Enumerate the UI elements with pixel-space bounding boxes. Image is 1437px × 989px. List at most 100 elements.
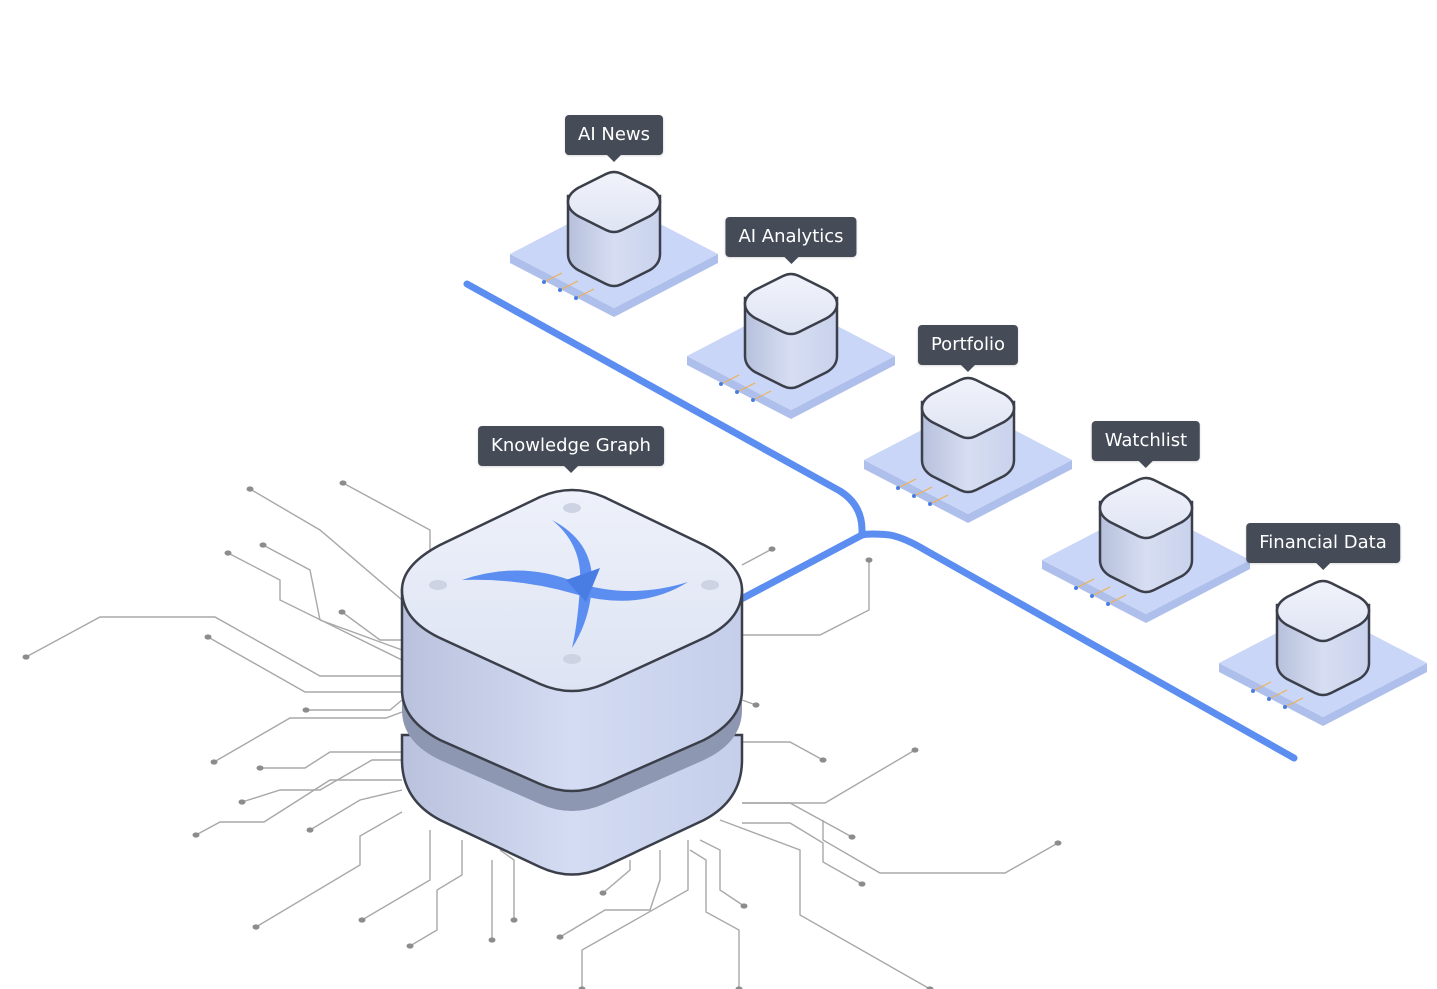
hub-screw-bottom — [563, 654, 581, 664]
module-label-ai-news: AI News — [565, 115, 663, 162]
module-pin — [751, 398, 755, 402]
module-pin-trace — [1252, 681, 1272, 692]
module-portfolio — [864, 376, 1072, 523]
circuit-trace-endpoint — [578, 986, 586, 989]
module-pin-trace — [736, 382, 756, 393]
module-watchlist — [1042, 476, 1250, 623]
circuit-trace-endpoint — [246, 486, 254, 492]
circuit-trace-endpoint — [911, 747, 919, 753]
circuit-trace-endpoint — [224, 550, 232, 556]
module-pin — [1251, 689, 1255, 693]
circuit-trace-endpoint — [302, 707, 310, 713]
module-cube-top — [1098, 476, 1194, 540]
module-cube-top — [566, 170, 662, 234]
circuit-trace-endpoint — [865, 557, 873, 563]
hub-screw-top — [563, 503, 581, 513]
circuit-trace-endpoint — [358, 917, 366, 923]
circuit-traces — [25, 482, 1059, 989]
module-pin-trace — [1268, 689, 1288, 700]
module-label-portfolio: Portfolio — [917, 325, 1019, 372]
module-financial-data — [1219, 579, 1427, 726]
circuit-trace-endpoint — [252, 924, 260, 930]
circuit-trace-endpoint — [599, 890, 607, 896]
circuit-trace-endpoint — [752, 702, 760, 708]
module-pin-trace — [897, 478, 917, 489]
circuit-trace — [260, 751, 402, 769]
module-pin — [1090, 594, 1094, 598]
circuit-trace-endpoint — [740, 903, 748, 909]
hub-screw-right — [701, 580, 719, 590]
circuit-trace — [213, 711, 403, 763]
module-pin-trace — [752, 390, 772, 401]
module-pin — [719, 382, 723, 386]
circuit-trace-endpoint — [192, 832, 200, 838]
circuit-trace-endpoint — [926, 986, 934, 989]
circuit-trace — [207, 636, 402, 693]
circuit-trace — [409, 840, 463, 947]
bus-line-hub — [726, 531, 866, 609]
circuit-trace — [262, 544, 403, 651]
module-cube-top — [1275, 579, 1371, 643]
module-label-watchlist: Watchlist — [1091, 421, 1201, 468]
module-pin — [928, 502, 932, 506]
circuit-trace-endpoint — [768, 546, 776, 552]
circuit-trace-endpoint — [406, 943, 414, 949]
circuit-trace-endpoint — [259, 542, 267, 548]
module-pin-trace — [1107, 594, 1127, 605]
circuit-trace — [306, 699, 403, 711]
circuit-trace-endpoint — [339, 480, 347, 486]
circuit-trace — [309, 789, 403, 831]
circuit-trace-endpoint — [858, 881, 866, 887]
circuit-trace — [742, 749, 916, 804]
circuit-trace-endpoint — [556, 934, 564, 940]
circuit-trace — [341, 611, 402, 641]
circuit-trace-endpoint — [306, 827, 314, 833]
circuit-trace — [499, 849, 515, 920]
module-pin-trace — [543, 272, 563, 283]
bus-line-branch — [858, 530, 1298, 762]
module-pin — [1106, 602, 1110, 606]
circuit-trace — [742, 802, 853, 838]
circuit-trace-endpoint — [819, 757, 827, 763]
circuit-trace — [699, 839, 745, 907]
circuit-trace — [249, 488, 403, 601]
circuit-trace-endpoint — [204, 634, 212, 640]
circuit-trace — [719, 819, 931, 989]
circuit-trace-endpoint — [1054, 840, 1062, 846]
circuit-trace — [241, 759, 402, 803]
circuit-trace-endpoint — [848, 834, 856, 840]
circuit-trace-endpoint — [338, 609, 346, 615]
module-cube-top — [920, 376, 1016, 440]
x-logo-icon — [462, 520, 688, 648]
circuit-trace-endpoint — [510, 917, 518, 923]
connection-bus — [463, 280, 1298, 762]
bus-line-main — [463, 280, 866, 539]
module-pin-trace — [913, 486, 933, 497]
circuit-trace-endpoints — [22, 480, 1062, 989]
circuit-trace-endpoint — [735, 986, 743, 989]
hub-label: Knowledge Graph — [478, 426, 664, 473]
module-pin-trace — [929, 494, 949, 505]
module-pin-trace — [1075, 578, 1095, 589]
module-pin — [1267, 697, 1271, 701]
circuit-trace-endpoint — [210, 759, 218, 765]
module-pin-trace — [1284, 697, 1304, 708]
circuit-trace — [581, 840, 689, 989]
circuit-trace — [227, 552, 403, 661]
circuit-trace — [741, 548, 773, 566]
circuit-trace-endpoint — [488, 937, 496, 943]
module-label-ai-analytics: AI Analytics — [725, 217, 857, 264]
circuit-trace — [742, 560, 870, 636]
hub-screw-left — [429, 580, 447, 590]
circuit-trace-endpoint — [22, 654, 30, 660]
circuit-trace — [559, 850, 661, 938]
circuit-trace — [361, 830, 431, 921]
circuit-trace — [255, 811, 403, 928]
circuit-trace-endpoint — [238, 799, 246, 805]
circuit-trace — [742, 822, 863, 885]
circuit-trace — [689, 849, 740, 989]
circuit-trace-endpoint — [256, 765, 264, 771]
circuit-trace — [822, 820, 1059, 874]
module-pin — [558, 288, 562, 292]
